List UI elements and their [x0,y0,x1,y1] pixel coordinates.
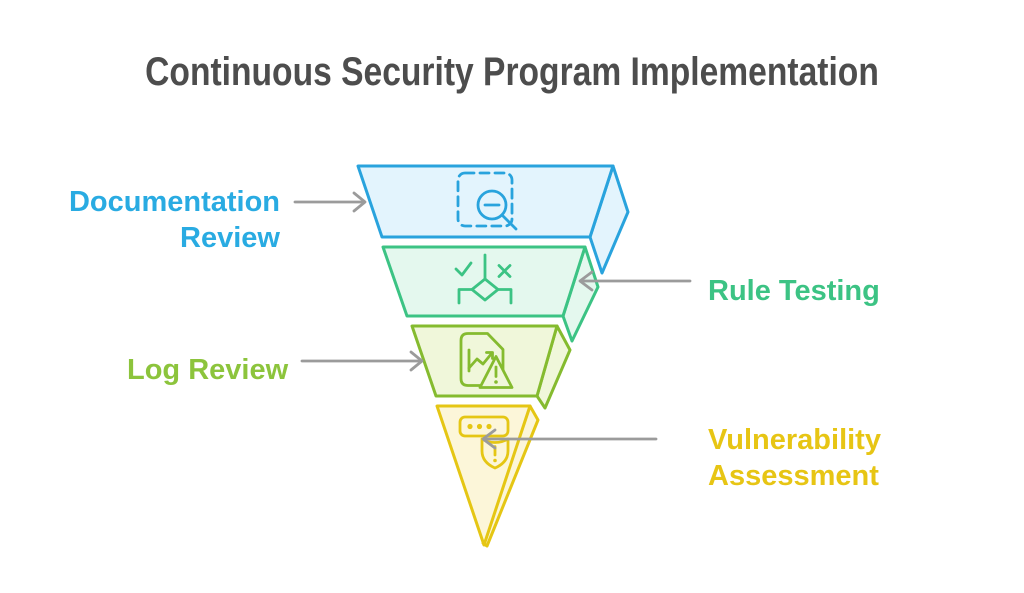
label-line: Rule Testing [708,275,880,307]
arrow-documentation-review [293,191,367,213]
label-line: Documentation [68,186,280,218]
arrow-rule-testing [578,270,692,292]
report-chart-warning-icon [459,332,514,389]
funnel-layer-documentation-review [356,164,630,275]
password-shield-alert-icon [458,415,510,470]
label-log-review: Log Review [127,352,288,388]
diagram-title: Continuous Security Program Implementati… [145,50,879,94]
funnel-layer-rule-testing [381,245,600,343]
funnel-layer-vulnerability-assessment [435,404,540,548]
label-line: Vulnerability [708,424,881,456]
decision-branch-check-x-icon [454,253,513,305]
label-rule-testing: Rule Testing [708,273,880,309]
label-line: Log Review [127,354,289,386]
label-line: Review [180,222,280,254]
label-vulnerability-assessment: Vulnerability Assessment [708,422,881,494]
funnel-layer-log-review [410,324,572,410]
arrow-vulnerability-assessment [481,428,658,450]
label-documentation-review: Documentation Review [69,184,280,256]
arrow-log-review [300,350,424,372]
label-line: Assessment [708,460,879,492]
layer-front-face [356,164,615,239]
scan-zoom-out-icon [456,171,518,231]
